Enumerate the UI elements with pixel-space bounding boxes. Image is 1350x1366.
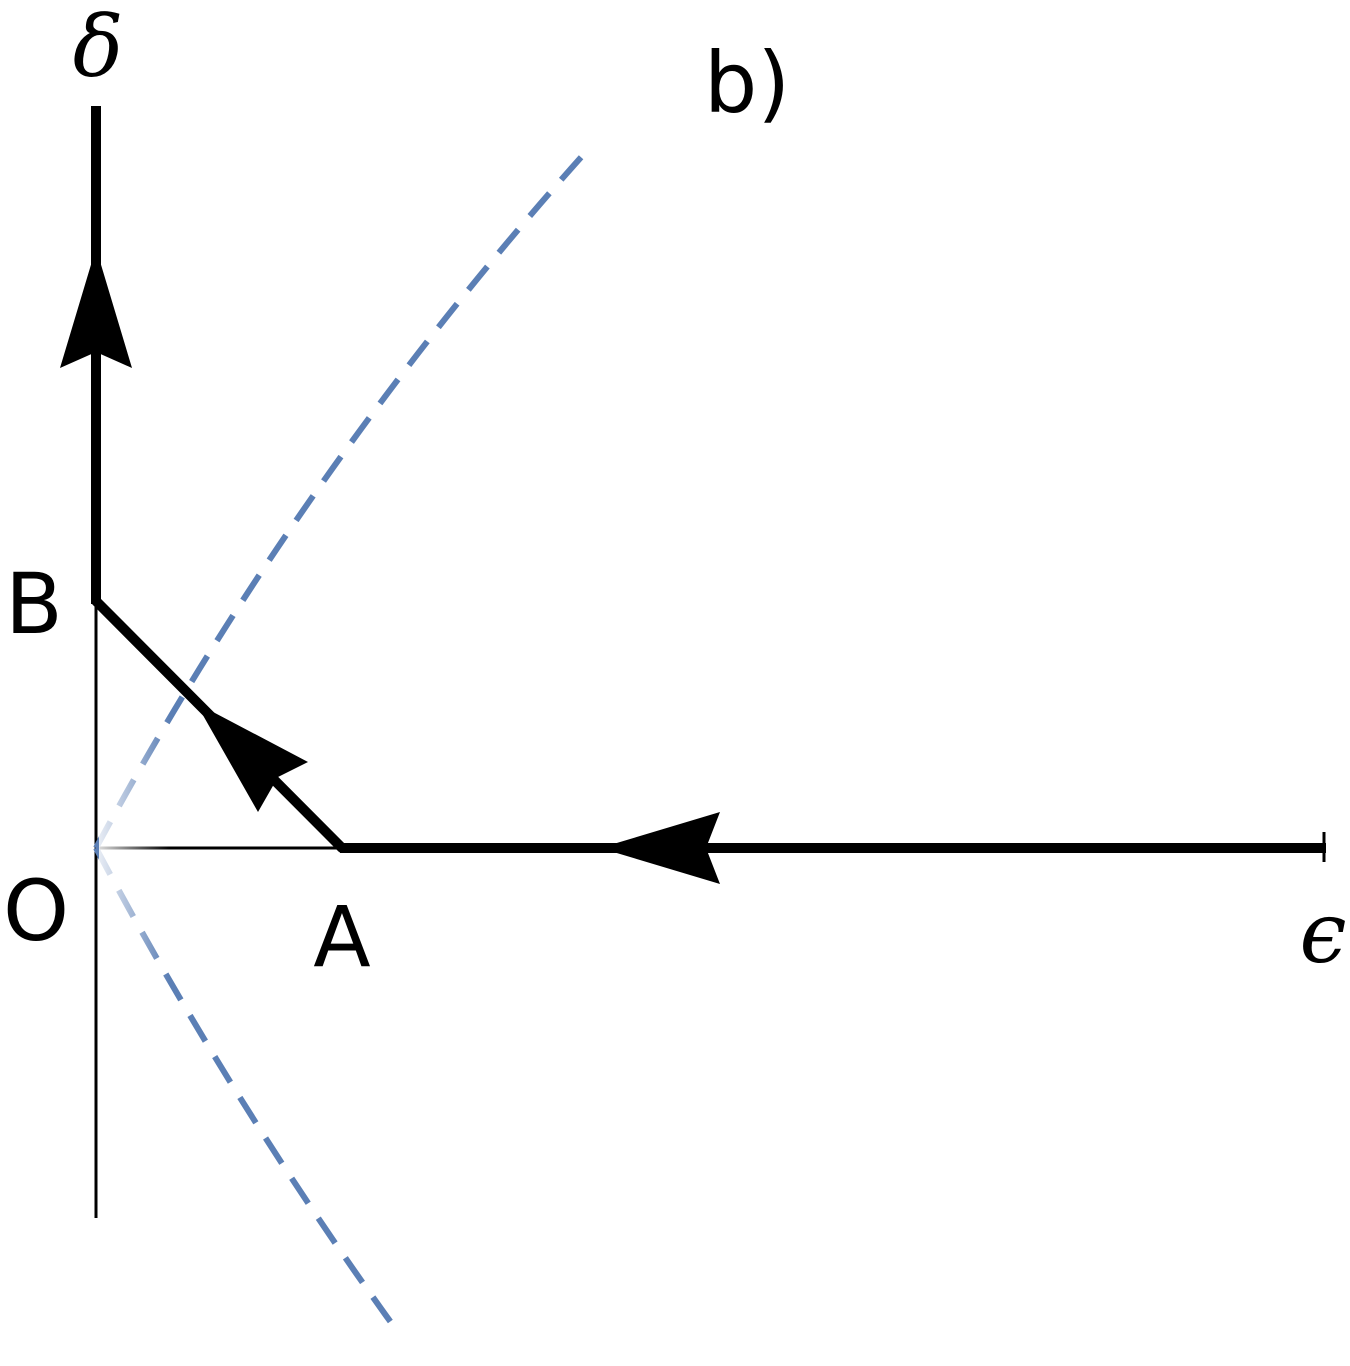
- arrow-left-arrowhead: [600, 812, 720, 884]
- x-axis-label: ϵ: [1299, 884, 1346, 982]
- boundary-upper-branch: [93, 142, 595, 850]
- dashed-boundary: [93, 142, 595, 1330]
- point-b-label: B: [5, 555, 63, 653]
- y-axis-label: δ: [73, 0, 124, 96]
- arrow-up-arrowhead: [60, 248, 132, 368]
- boundary-lower-branch: [93, 846, 398, 1330]
- trajectory-path: [60, 106, 1326, 884]
- arrow-diagonal-arrowhead: [196, 703, 308, 812]
- panel-label: b): [704, 34, 790, 132]
- boundary-fade-origin: [99, 700, 169, 1000]
- origin-label: O: [3, 862, 69, 960]
- point-a-label: A: [313, 888, 370, 986]
